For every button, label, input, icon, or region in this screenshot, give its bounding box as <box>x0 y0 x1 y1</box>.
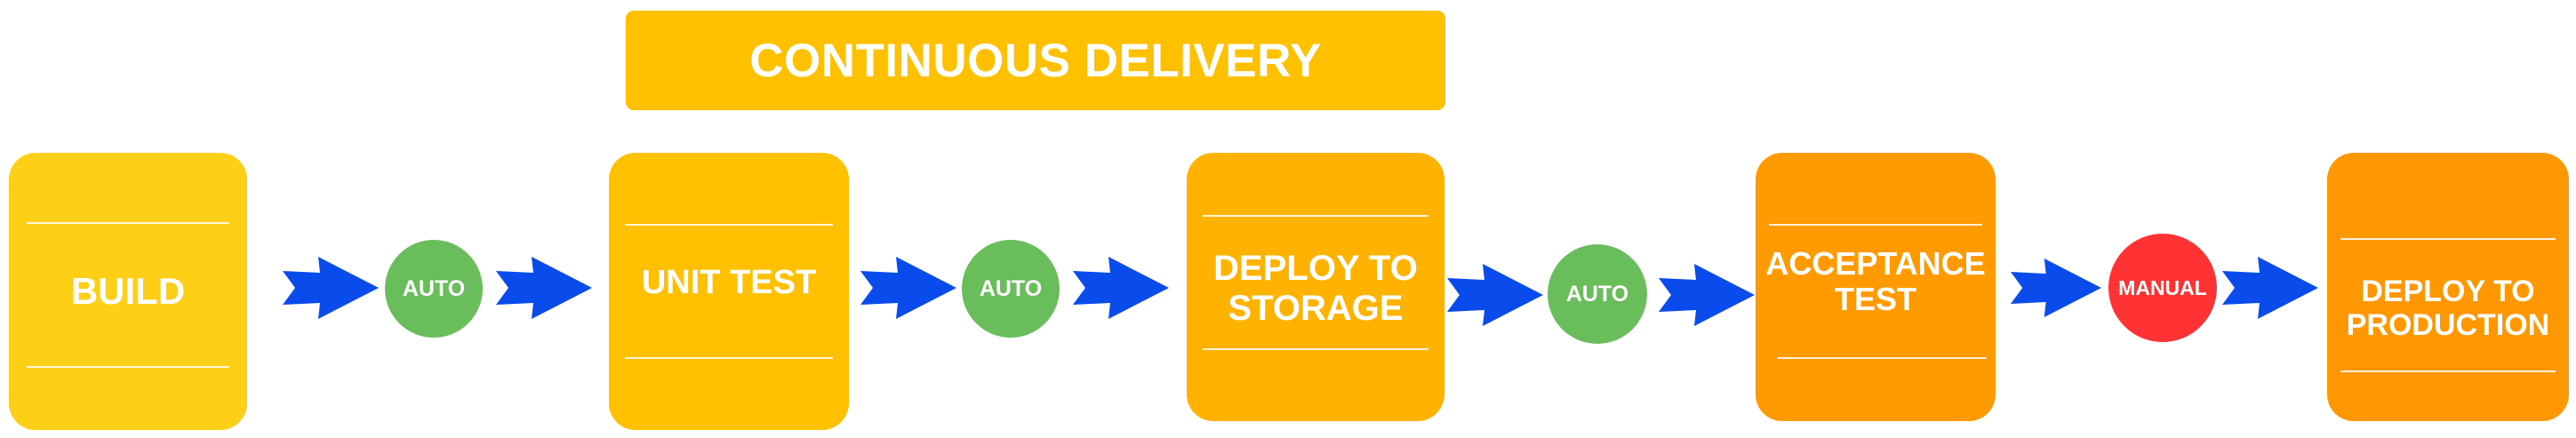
gate-auto-3-label: AUTO <box>1565 281 1629 307</box>
stage-acceptance-test: ACCEPTANCE TEST <box>1756 153 1996 421</box>
gate-auto-2: AUTO <box>962 240 1060 338</box>
stage-unit-test: UNIT TEST <box>609 153 849 430</box>
arrow-manual-to-deploy-production <box>2222 257 2318 319</box>
stage-deploy-storage-label: DEPLOY TO STORAGE <box>1213 249 1418 328</box>
arrow-acceptance-test-to-manual <box>2011 258 2101 318</box>
gate-manual: MANUAL <box>2108 234 2217 342</box>
arrow-gate-3-to-acceptance-test <box>1659 264 1755 326</box>
stage-unit-test-label: UNIT TEST <box>641 263 817 301</box>
gate-auto-2-label: AUTO <box>979 275 1043 301</box>
diagram-title: CONTINUOUS DELIVERY <box>749 34 1322 87</box>
stage-deploy-production: DEPLOY TO PRODUCTION <box>2327 153 2569 421</box>
gate-auto-3: AUTO <box>1548 244 1647 344</box>
gate-auto-1: AUTO <box>385 240 483 338</box>
title-banner: CONTINUOUS DELIVERY <box>626 11 1445 110</box>
gate-manual-label: MANUAL <box>2118 275 2207 299</box>
arrow-deploy-storage-to-gate-3 <box>1447 264 1543 326</box>
gate-auto-1-label: AUTO <box>402 275 466 301</box>
stage-build-label: BUILD <box>70 270 186 313</box>
stage-deploy-production-label: DEPLOY TO PRODUCTION <box>2346 274 2550 342</box>
arrow-gate-2-to-deploy-storage <box>1073 257 1169 319</box>
arrow-unit-test-to-gate-2 <box>860 257 956 319</box>
stage-deploy-storage: DEPLOY TO STORAGE <box>1187 153 1444 421</box>
stage-build: BUILD <box>9 153 247 430</box>
arrow-build-to-gate-1 <box>283 257 379 319</box>
stage-acceptance-test-label: ACCEPTANCE TEST <box>1765 244 1986 317</box>
arrow-gate-1-to-unit-test <box>496 257 592 319</box>
